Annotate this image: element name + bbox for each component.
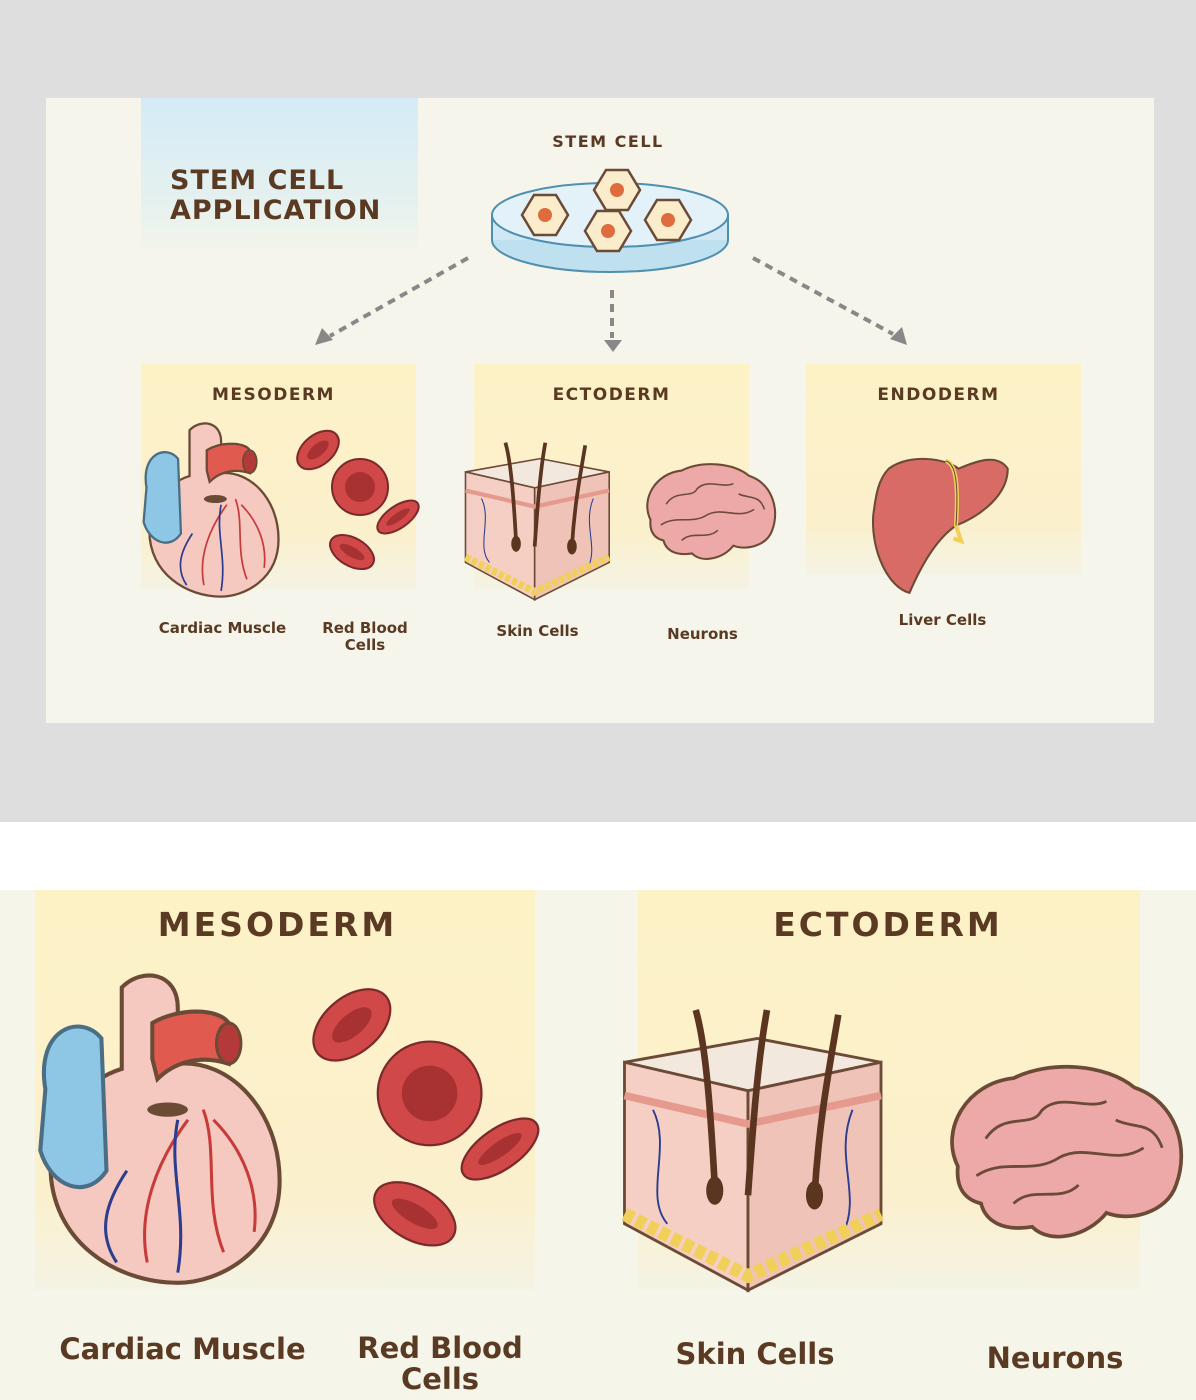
brain-icon	[635, 457, 780, 567]
endoderm-title: ENDODERM	[806, 385, 1071, 405]
dashed-arrow-icon	[330, 258, 468, 336]
neurons-label: Neurons	[650, 626, 755, 643]
zoom-skin-cells-label: Skin Cells	[660, 1338, 850, 1371]
red-blood-cell-icon	[300, 975, 404, 1075]
red-blood-cells	[290, 425, 425, 575]
red-blood-cells	[300, 975, 550, 1260]
zoom-mesoderm-title: MESODERM	[35, 905, 520, 944]
red-blood-cell-icon	[363, 1169, 466, 1258]
heart-icon	[135, 418, 290, 603]
red-blood-cells-label: Red Blood Cells	[305, 620, 425, 655]
ectoderm-title: ECTODERM	[474, 385, 749, 405]
zoom-neurons-label: Neurons	[975, 1342, 1135, 1375]
dashed-arrow-icon	[753, 258, 893, 334]
heart-icon	[25, 965, 300, 1295]
cardiac-muscle-label: Cardiac Muscle	[150, 620, 295, 637]
skin-cells-label: Skin Cells	[480, 623, 595, 640]
red-blood-cell-icon	[378, 1042, 482, 1146]
red-blood-cell-icon	[332, 459, 388, 515]
zoom-red-blood-cells-label: Red Blood Cells	[345, 1333, 535, 1395]
zoom-ectoderm-title: ECTODERM	[638, 905, 1138, 944]
skin-cross-section-icon	[615, 1005, 900, 1300]
dashed-arrows	[0, 0, 1196, 400]
mesoderm-title: MESODERM	[141, 385, 406, 405]
brain-icon	[930, 1055, 1190, 1250]
liver-cells-label: Liver Cells	[885, 612, 1000, 629]
liver-icon	[868, 448, 1013, 598]
zoom-cardiac-muscle-label: Cardiac Muscle	[55, 1333, 310, 1366]
skin-cross-section-icon	[460, 440, 620, 605]
red-blood-cell-icon	[324, 528, 380, 576]
